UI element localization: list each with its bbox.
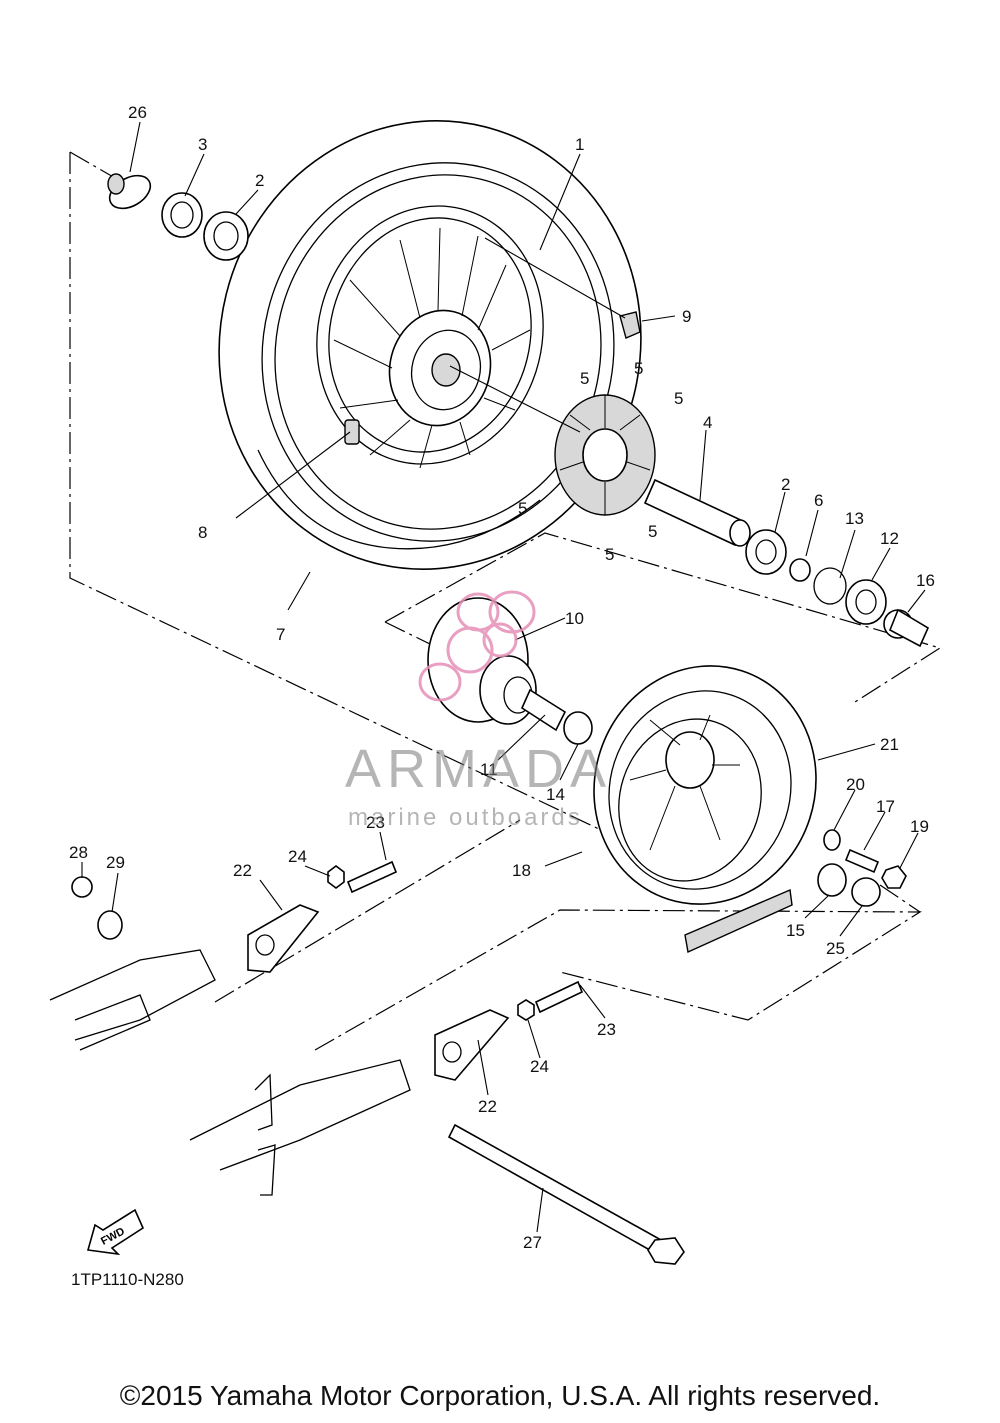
callout-7: 7 [276,625,285,644]
callout-5: 5 [580,369,589,388]
diagram-code: 1TP1110-N280 [71,1270,184,1289]
right-axle-parts [817,829,907,907]
leader-lines [81,121,926,1233]
left-hub-parts [107,173,249,261]
callout-18: 18 [512,861,531,880]
callout-5: 5 [518,499,527,518]
callout-22: 22 [478,1097,497,1116]
callout-3: 3 [198,135,207,154]
damper-assembly [554,394,656,516]
rear-axle [447,1123,685,1265]
callout-23: 23 [366,813,385,832]
callout-5: 5 [674,389,683,408]
callout-labels: 1 2 2 3 4 5 5 5 5 5 5 6 7 8 9 10 11 12 1… [69,103,935,1252]
balance-weight [619,311,641,339]
callout-27: 27 [523,1233,542,1252]
callout-5: 5 [605,545,614,564]
drive-pulley [593,665,817,954]
callout-16: 16 [916,571,935,590]
callout-2: 2 [255,171,264,190]
assembly-boundaries [69,151,942,1051]
callout-26: 26 [128,103,147,122]
callout-1: 1 [575,135,584,154]
cast-wheel [316,205,544,469]
callout-5: 5 [634,359,643,378]
chain-adjusters [247,860,584,1081]
callout-28: 28 [69,843,88,862]
callout-14: 14 [546,785,565,804]
callout-6: 6 [814,491,823,510]
callout-29: 29 [106,853,125,872]
callout-2: 2 [781,475,790,494]
callout-12: 12 [880,529,899,548]
callout-13: 13 [845,509,864,528]
armada-logo-icon [418,590,536,702]
callout-11: 11 [480,760,498,779]
swingarm [49,876,411,1196]
callout-24: 24 [530,1057,549,1076]
callout-10: 10 [565,609,584,628]
callout-23: 23 [597,1020,616,1039]
callout-21: 21 [880,735,899,754]
axle-sleeve-stack [643,478,930,648]
callout-24: 24 [288,847,307,866]
callout-25: 25 [826,939,845,958]
callout-15: 15 [786,921,805,940]
fwd-arrow-icon: FWD [86,1208,145,1256]
callout-8: 8 [198,523,207,542]
callout-4: 4 [703,413,712,432]
copyright-notice: ©2015 Yamaha Motor Corporation, U.S.A. A… [119,1380,881,1411]
callout-5: 5 [648,522,657,541]
callout-22: 22 [233,861,252,880]
watermark-brand: ARMADA [345,739,613,799]
callout-19: 19 [910,817,929,836]
callout-9: 9 [682,307,691,326]
pulley-hub [427,597,593,745]
callout-20: 20 [846,775,865,794]
callout-17: 17 [876,797,895,816]
watermark-tagline: marine outboards [348,804,583,831]
